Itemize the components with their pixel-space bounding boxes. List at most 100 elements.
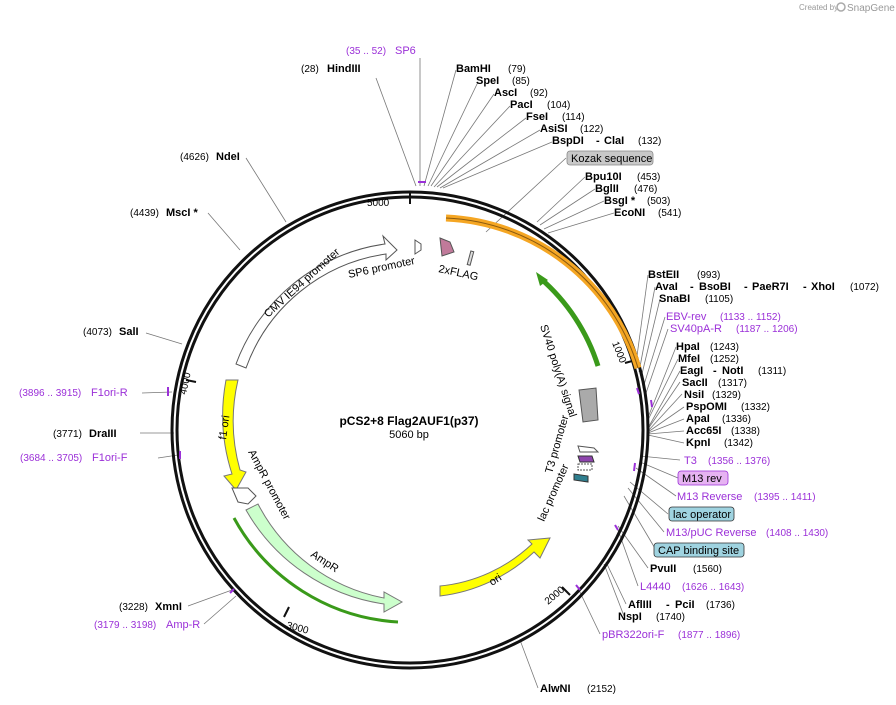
cds-arc-orange-core: [445, 217, 639, 369]
sv40-label: SV40 poly(A) signal: [537, 323, 578, 419]
pbr322-pos: (1877 .. 1896): [678, 630, 740, 641]
m13reverse-pos: (1395 .. 1411): [754, 492, 816, 503]
bpu10i-label[interactable]: Bpu10I: [585, 171, 622, 183]
sp6-primer-label[interactable]: SP6: [395, 45, 416, 57]
asci-label[interactable]: AscI: [494, 87, 517, 99]
nsii-label[interactable]: NsiI: [684, 389, 704, 401]
fsei-pos: (114): [562, 112, 585, 123]
bamhi-pos: (79): [508, 64, 526, 75]
pcii-label[interactable]: PciI: [675, 599, 695, 611]
l4440-label[interactable]: L4440: [640, 581, 671, 593]
asisi-label[interactable]: AsiSI: [540, 123, 568, 135]
ampr-primer-label[interactable]: Amp-R: [166, 619, 200, 631]
ebvrev-label[interactable]: EBV-rev: [666, 311, 707, 323]
hpai-label[interactable]: HpaI: [676, 341, 700, 353]
noti-label[interactable]: NotI: [722, 365, 743, 377]
m13rev-label: M13 rev: [682, 473, 722, 485]
apai-label[interactable]: ApaI: [686, 413, 710, 425]
kozak-box[interactable]: [566, 150, 654, 166]
snabi-label[interactable]: SnaBI: [659, 293, 690, 305]
clai-label[interactable]: ClaI: [604, 135, 624, 147]
bamhi-label[interactable]: BamHI: [456, 63, 491, 75]
draiii-label[interactable]: DraIII: [89, 428, 117, 440]
sv40-arc-green: [538, 276, 601, 367]
plasmid-name: pCS2+8 Flag2AUF1(p37): [339, 414, 478, 428]
pspomi-label[interactable]: PspOMI: [686, 401, 727, 413]
bsobi-label[interactable]: BsoBI: [699, 281, 731, 293]
fsei-label[interactable]: FseI: [526, 111, 548, 123]
cap-box[interactable]: [653, 542, 745, 558]
paer7i-label[interactable]: PaeR7I: [752, 281, 789, 293]
ori-label: ori: [487, 572, 504, 589]
xhoi-label[interactable]: XhoI: [811, 281, 835, 293]
mfei-pos: (1252): [710, 354, 739, 365]
sv40-box: [578, 387, 599, 423]
pspomi-pos: (1332): [741, 402, 770, 413]
ampr-arrow: [245, 503, 404, 613]
nspi-label[interactable]: NspI: [618, 611, 642, 623]
sali-label[interactable]: SalI: [119, 326, 139, 338]
msci-label[interactable]: MscI *: [166, 207, 199, 219]
flag-label: 2xFLAG: [437, 263, 479, 283]
m13reverse-label[interactable]: M13 Reverse: [677, 491, 742, 503]
m13puc-label[interactable]: M13/pUC Reverse: [666, 527, 756, 539]
xmni-label[interactable]: XmnI: [155, 601, 182, 613]
bglii-label[interactable]: BglII: [595, 183, 619, 195]
f1orir-label[interactable]: F1ori-R: [91, 387, 128, 399]
sv40-arrowhead: [536, 272, 548, 286]
econi-label[interactable]: EcoNI: [614, 207, 645, 219]
tick-4000: 4000: [178, 371, 193, 395]
kpni-label[interactable]: KpnI: [686, 437, 710, 449]
econi-pos: (541): [658, 208, 681, 219]
afliii-label[interactable]: AflIII: [628, 599, 652, 611]
f1orir-pos: (3896 .. 3915): [19, 388, 81, 399]
eagi-pos: (1311): [758, 366, 786, 377]
sacii-label[interactable]: SacII: [682, 377, 708, 389]
spei-label[interactable]: SpeI: [476, 75, 499, 87]
pvuii-label[interactable]: PvuII: [650, 563, 676, 575]
t3-label[interactable]: T3: [684, 455, 697, 467]
bsteii-label[interactable]: BstEII: [648, 269, 679, 281]
lac-operator-label: lac operator: [673, 509, 731, 521]
bglii-pos: (476): [634, 184, 657, 195]
alwni-label[interactable]: AlwNI: [540, 683, 571, 695]
paci-label[interactable]: PacI: [510, 99, 533, 111]
cmv-promoter-arrow: [235, 234, 398, 369]
kozak-label: Kozak sequence: [571, 153, 652, 165]
snapgene-logo-icon: [836, 2, 846, 12]
mfei-label[interactable]: MfeI: [678, 353, 700, 365]
lac-operator-box[interactable]: [668, 506, 735, 522]
sv40par-pos: (1187 .. 1206): [736, 324, 798, 335]
primer-marks: [167, 181, 653, 594]
apai-pos: (1336): [722, 414, 751, 425]
bspdi-pos: (132): [638, 136, 661, 147]
ebvrev-pos: (1133 .. 1152): [720, 312, 781, 323]
f1orif-pos: (3684 .. 3705): [20, 453, 82, 464]
cds-arc-orange: [445, 214, 642, 369]
f1orif-label[interactable]: F1ori-F: [92, 452, 128, 464]
draiii-pos: (3771): [53, 429, 82, 440]
sp6-feature: [414, 239, 422, 255]
eagi-label[interactable]: EagI: [680, 365, 703, 377]
afliii-sep: -: [666, 599, 670, 611]
snabi-pos: (1105): [705, 294, 733, 305]
lac-operator-feature: [577, 463, 593, 471]
f1-ori-label: f1 ori: [217, 415, 232, 441]
pbr322-label[interactable]: pBR322ori-F: [602, 629, 665, 641]
ampr-primer-pos: (3179 .. 3198): [94, 620, 156, 631]
avai-label[interactable]: AvaI: [655, 281, 678, 293]
afliii-pos: (1736): [706, 600, 735, 611]
acc65i-label[interactable]: Acc65I: [686, 425, 721, 437]
ndei-label[interactable]: NdeI: [216, 151, 240, 163]
bspdi-label[interactable]: BspDI: [552, 135, 584, 147]
hindiii-label[interactable]: HindIII: [327, 63, 361, 75]
sv40par-label[interactable]: SV40pA-R: [670, 323, 722, 335]
avai-sep2: -: [744, 281, 748, 293]
avai-sep: -: [690, 281, 694, 293]
asci-pos: (92): [530, 88, 548, 99]
acc65i-pos: (1338): [731, 426, 760, 437]
bsgi-label[interactable]: BsgI *: [604, 195, 636, 207]
m13puc-pos: (1408 .. 1430): [766, 528, 828, 539]
eagi-sep: -: [713, 365, 717, 377]
m13rev-box[interactable]: [677, 470, 729, 486]
